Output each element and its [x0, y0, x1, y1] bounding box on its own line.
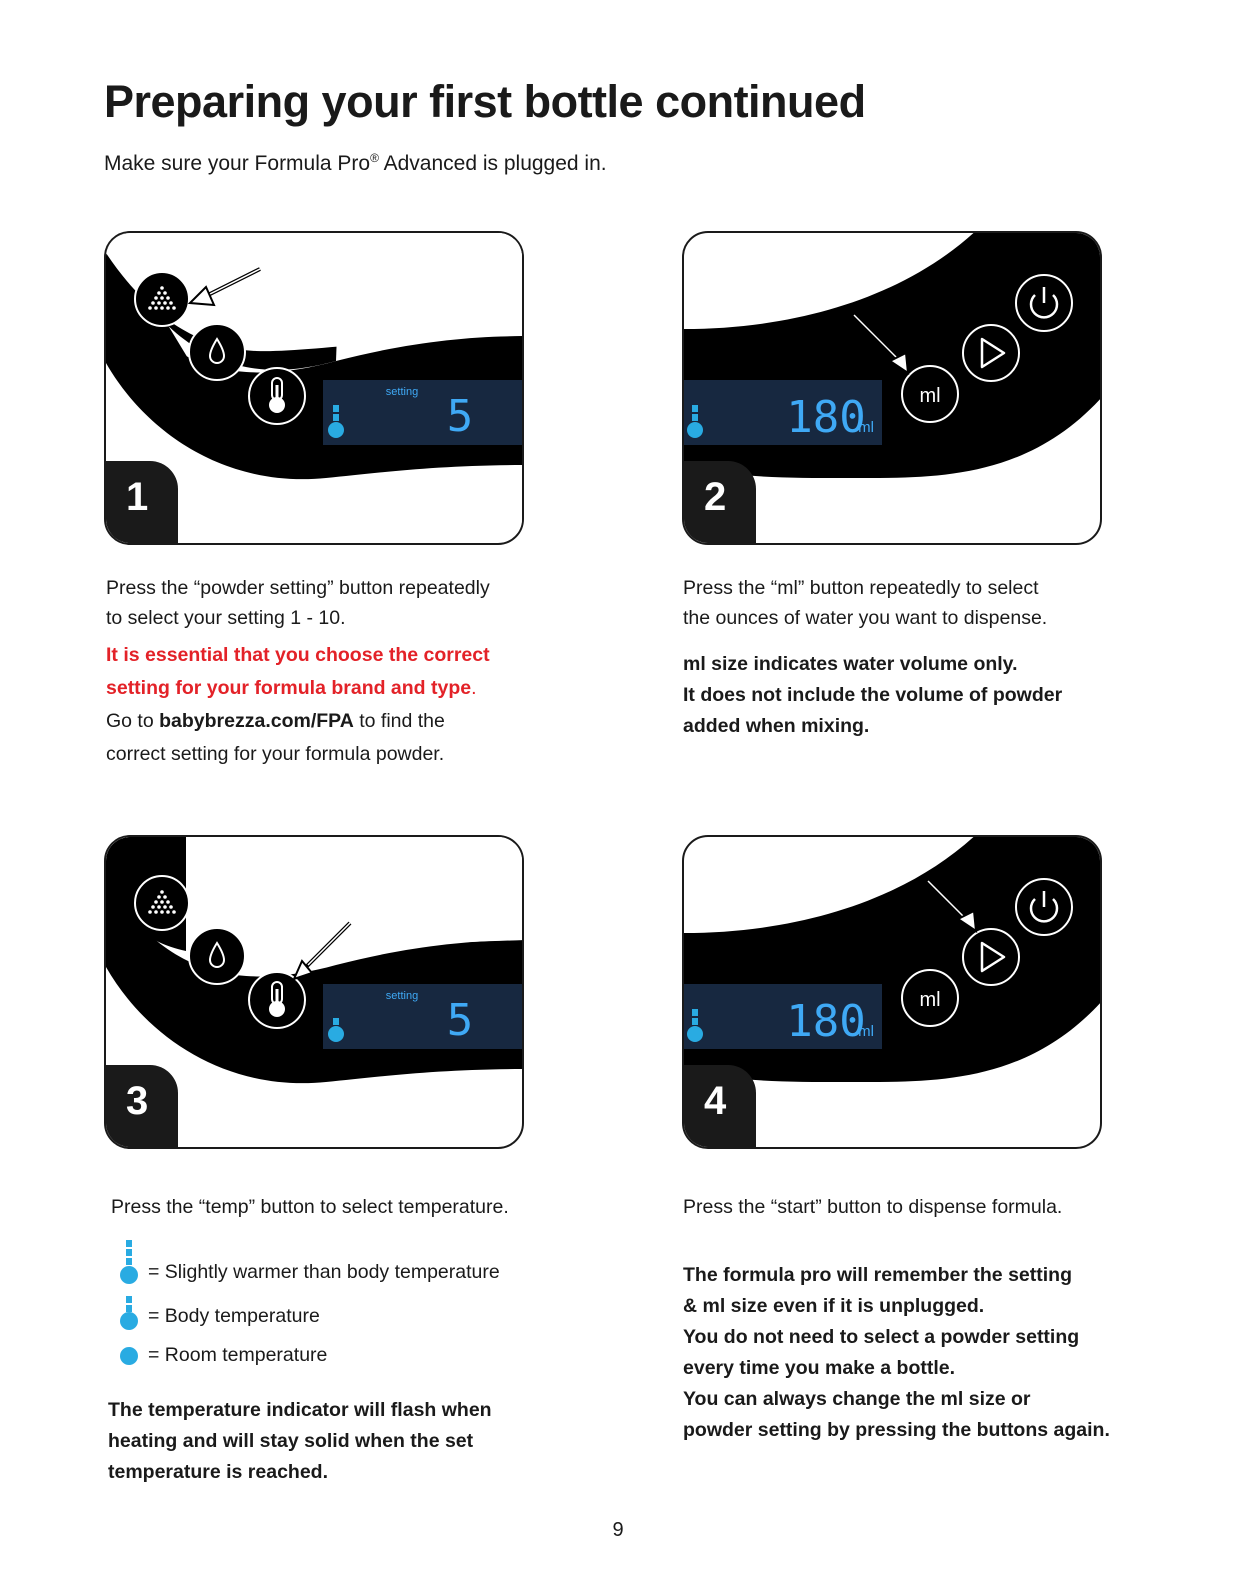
note-line: ml size indicates water volume only.: [683, 653, 1018, 675]
temp-indicator-body-icon: [120, 1296, 138, 1330]
page-number: 9: [612, 1519, 624, 1541]
temp-legend-room: = Room temperature: [118, 1344, 327, 1367]
note-line: The temperature indicator will flash whe…: [108, 1399, 492, 1421]
lcd-volume-value: 180: [786, 996, 865, 1047]
lcd-display: [684, 984, 882, 1049]
warning-line: It is essential that you choose the corr…: [106, 644, 490, 666]
ml-button[interactable]: ml: [901, 969, 959, 1027]
lcd-setting-value: 5: [447, 995, 474, 1046]
power-icon: [1029, 891, 1059, 923]
temp-indicator-room-icon: [120, 1346, 138, 1365]
ml-button-label: ml: [919, 989, 940, 1011]
note-line: You do not need to select a powder setti…: [683, 1326, 1080, 1348]
step-number: 1: [106, 461, 178, 543]
lcd-display: [323, 984, 522, 1049]
text-line: Press the “powder setting” button repeat…: [106, 577, 490, 599]
text-line: Press the “ml” button repeatedly to sele…: [683, 577, 1039, 599]
lcd-setting-label: setting: [386, 386, 418, 398]
step-2-instructions: Press the “ml” button repeatedly to sele…: [683, 573, 1062, 742]
lcd-display: [323, 380, 522, 445]
temp-indicator: [328, 405, 344, 438]
step-4-panel: ml 180 ml 4: [682, 835, 1102, 1149]
step-4-instructions: Press the “start” button to dispense for…: [683, 1192, 1062, 1222]
lcd-display: [684, 380, 882, 445]
legend-label: = Slightly warmer than body temperature: [148, 1260, 500, 1283]
text-fragment: Go to: [106, 710, 160, 732]
note-line: The formula pro will remember the settin…: [683, 1264, 1072, 1286]
arrow-icon: [926, 879, 978, 934]
note-line: It does not include the volume of powder: [683, 684, 1063, 706]
powder-button[interactable]: [134, 875, 190, 931]
water-button[interactable]: [188, 323, 246, 381]
thermometer-icon: [269, 981, 285, 1017]
page-title: Preparing your first bottle continued: [104, 76, 866, 127]
note-line: every time you make a bottle.: [683, 1357, 956, 1379]
thermometer-icon: [269, 377, 285, 413]
temp-indicator: [328, 1018, 344, 1042]
ml-button-label: ml: [919, 385, 940, 407]
powder-button[interactable]: [134, 271, 190, 327]
note-line: temperature is reached.: [108, 1461, 329, 1483]
lcd-setting-value: 5: [447, 391, 474, 442]
temp-indicator: [687, 405, 703, 438]
play-icon: [980, 337, 1006, 369]
arrow-icon: [187, 267, 261, 307]
play-icon: [980, 941, 1006, 973]
text-line: Press the “temp” button to select temper…: [111, 1196, 509, 1218]
lcd-volume-unit: ml: [858, 1023, 874, 1040]
step-2-panel: ml 180 ml 2: [682, 231, 1102, 545]
text-fragment: to find the: [353, 710, 445, 732]
arrow-icon: [852, 313, 910, 376]
water-drop-icon: [208, 941, 226, 968]
temp-indicator-warm-icon: [120, 1240, 138, 1284]
temp-indicator: [687, 1009, 703, 1042]
step-4-note: The formula pro will remember the settin…: [683, 1260, 1110, 1446]
formula-settings-link[interactable]: babybrezza.com/FPA: [159, 710, 354, 732]
note-line: You can always change the ml size or: [683, 1388, 1031, 1410]
power-button[interactable]: [1015, 274, 1073, 332]
legend-label: = Body temperature: [148, 1304, 320, 1327]
powder-icon: [148, 890, 176, 914]
step-number: 4: [684, 1065, 756, 1147]
page-subtitle: Make sure your Formula Pro® Advanced is …: [104, 151, 607, 175]
step-3-note: The temperature indicator will flash whe…: [108, 1395, 492, 1488]
temp-legend-body: = Body temperature: [118, 1296, 320, 1330]
arrow-icon: [292, 921, 352, 981]
start-button[interactable]: [962, 928, 1020, 986]
text-line: to select your setting 1 - 10.: [106, 607, 346, 629]
legend-label: = Room temperature: [148, 1344, 328, 1366]
powder-icon: [148, 286, 176, 310]
step-number: 2: [684, 461, 756, 543]
power-icon: [1029, 287, 1059, 319]
temp-button[interactable]: [248, 971, 306, 1029]
step-number: 3: [106, 1065, 178, 1147]
step-1-panel: setting 5 1: [104, 231, 524, 545]
warning-period: .: [471, 677, 477, 699]
temp-button[interactable]: [248, 367, 306, 425]
water-button[interactable]: [188, 927, 246, 985]
lcd-volume-value: 180: [786, 392, 865, 443]
step-3-panel: setting 5 3: [104, 835, 524, 1149]
lcd-volume-unit: ml: [858, 419, 874, 436]
power-button[interactable]: [1015, 878, 1073, 936]
note-line: powder setting by pressing the buttons a…: [683, 1419, 1110, 1441]
note-line: added when mixing.: [683, 715, 870, 737]
ml-button[interactable]: ml: [901, 365, 959, 423]
start-button[interactable]: [962, 324, 1020, 382]
step-3-instructions: Press the “temp” button to select temper…: [111, 1192, 509, 1222]
temp-legend-warm: = Slightly warmer than body temperature: [118, 1240, 500, 1286]
warning-line: setting for your formula brand and type: [106, 677, 472, 699]
step-1-instructions: Press the “powder setting” button repeat…: [106, 573, 490, 771]
note-line: heating and will stay solid when the set: [108, 1430, 474, 1452]
water-drop-icon: [208, 337, 226, 364]
note-line: & ml size even if it is unplugged.: [683, 1295, 985, 1317]
text-line: the ounces of water you want to dispense…: [683, 607, 1048, 629]
lcd-setting-label: setting: [386, 990, 418, 1002]
text-line: Press the “start” button to dispense for…: [683, 1196, 1063, 1218]
text-line: correct setting for your formula powder.: [106, 743, 445, 765]
